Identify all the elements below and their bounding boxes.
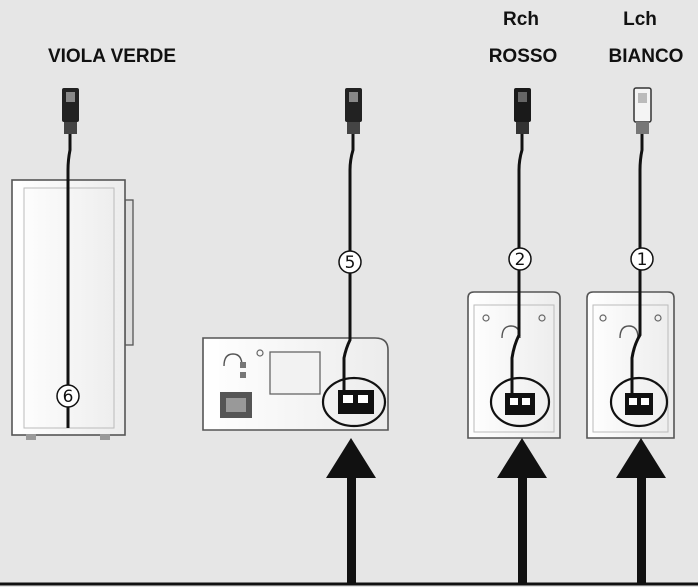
center-unit-hole-2 xyxy=(240,372,246,378)
plug-5-rca-plug-icon xyxy=(345,88,362,134)
arrow-rch-up-arrow-icon xyxy=(497,438,547,584)
marker-1-circle xyxy=(630,247,654,271)
speaker-2-screw-left xyxy=(482,314,490,322)
marker-6: 6 xyxy=(56,384,80,408)
speaker-2-rch xyxy=(467,291,561,439)
plug-1-tip xyxy=(638,93,647,103)
plug-6-tip xyxy=(66,92,75,102)
arrow-lch-head xyxy=(616,438,666,478)
speaker-1-screw-right xyxy=(654,314,662,322)
label-rosso: ROSSO xyxy=(489,46,558,67)
speaker-1-inner-edge xyxy=(592,304,669,433)
marker-5-circle xyxy=(338,250,362,274)
arrow-center-shaft xyxy=(347,478,356,584)
center-unit-terminal-pin-1 xyxy=(343,395,353,403)
speaker-2-highlight-circle xyxy=(489,376,551,428)
speaker-1-terminal-pin-1 xyxy=(629,398,637,405)
plug-5-collar xyxy=(347,122,360,134)
label-lch: Lch xyxy=(623,9,657,30)
center-unit-port-left-inner xyxy=(226,398,246,412)
speaker-1-highlight-circle xyxy=(609,376,669,428)
marker-6-number: 6 xyxy=(63,387,74,407)
arrow-rch-shaft xyxy=(518,478,527,584)
marker-1-number: 1 xyxy=(637,250,648,270)
speaker-1-terminal-pin-2 xyxy=(641,398,649,405)
plug-1-rca-plug-icon xyxy=(633,87,652,134)
center-unit xyxy=(202,337,389,431)
speaker-1-hook xyxy=(619,325,639,339)
speaker-2-body xyxy=(467,291,561,439)
center-unit-screw xyxy=(256,349,264,357)
speaker-1-screw-left xyxy=(599,314,607,322)
arrow-lch-shaft xyxy=(637,478,646,584)
cable-6 xyxy=(66,134,72,428)
arrow-rch-head xyxy=(497,438,547,478)
plug-2-rca-plug-icon xyxy=(514,88,531,134)
center-unit-hook xyxy=(223,353,243,367)
speaker-6-foot-left xyxy=(26,434,36,440)
label-rch: Rch xyxy=(503,9,539,30)
label-bianco: BIANCO xyxy=(609,46,684,67)
plug-5-tip xyxy=(349,92,358,102)
speaker-2-terminal xyxy=(505,393,535,415)
center-unit-highlight-circle xyxy=(321,376,387,428)
plug-6-collar xyxy=(64,122,77,134)
plug-6-rca-plug-icon xyxy=(62,88,79,134)
plug-2-collar xyxy=(516,122,529,134)
marker-2-circle xyxy=(508,247,532,271)
plug-1-collar xyxy=(636,122,649,134)
marker-2: 2 xyxy=(508,247,532,271)
speaker-2-terminal-pin-2 xyxy=(522,398,530,405)
center-unit-label-area xyxy=(269,351,321,395)
marker-1: 1 xyxy=(630,247,654,271)
label-viola-verde: VIOLA VERDE xyxy=(48,46,176,67)
plug-2-tip xyxy=(518,92,527,102)
arrow-center-up-arrow-icon xyxy=(326,438,376,584)
speaker-2-screw-right xyxy=(538,314,546,322)
speaker-6-foot-right xyxy=(100,434,110,440)
arrow-center-head xyxy=(326,438,376,478)
center-unit-terminal-pin-2 xyxy=(358,395,368,403)
marker-5-number: 5 xyxy=(345,253,356,273)
marker-6-circle xyxy=(56,384,80,408)
speaker-6-side-panel xyxy=(124,199,134,346)
speaker-2-inner-edge xyxy=(473,304,555,433)
marker-2-number: 2 xyxy=(515,250,526,270)
arrow-lch-up-arrow-icon xyxy=(616,438,666,584)
center-unit-hole-1 xyxy=(240,362,246,368)
marker-5: 5 xyxy=(338,250,362,274)
speaker-2-terminal-pin-1 xyxy=(510,398,518,405)
